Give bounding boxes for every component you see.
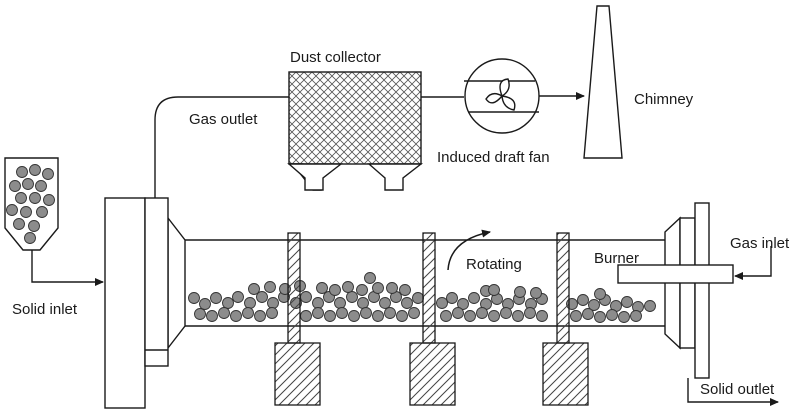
label-solid-outlet: Solid outlet [700,381,775,398]
burner [617,264,734,284]
label-gas-inlet: Gas inlet [730,235,790,252]
particle-bed [188,272,656,323]
label-dust-collector: Dust collector [290,49,381,66]
gas-outlet-duct [154,96,289,198]
label-solid-inlet: Solid inlet [12,301,78,318]
discharge-end-housing [664,202,710,379]
solid-outlet-line [687,378,779,406]
support-pillar-2 [422,232,436,344]
label-gas-outlet: Gas outlet [189,111,258,128]
label-induced-draft-fan: Induced draft fan [437,149,550,166]
solid-inlet-line [31,250,104,286]
induced-draft-fan [464,58,540,134]
support-block-1 [274,342,321,406]
fan-blades-icon [485,78,516,111]
support-pillar-1 [287,232,301,344]
feed-end-housing [104,197,169,409]
feed-end-cone [167,215,186,351]
kiln-supports [274,232,589,406]
support-block-2 [409,342,456,406]
feed-hopper [4,157,59,251]
support-block-3 [542,342,589,406]
dust-collector [287,71,424,191]
label-rotating: Rotating [466,256,522,273]
support-pillar-3 [556,232,570,344]
label-burner: Burner [594,250,639,267]
chimney [583,5,623,159]
label-chimney: Chimney [634,91,694,108]
gas-inlet-line [734,246,772,280]
rotating-arrow [447,229,491,271]
